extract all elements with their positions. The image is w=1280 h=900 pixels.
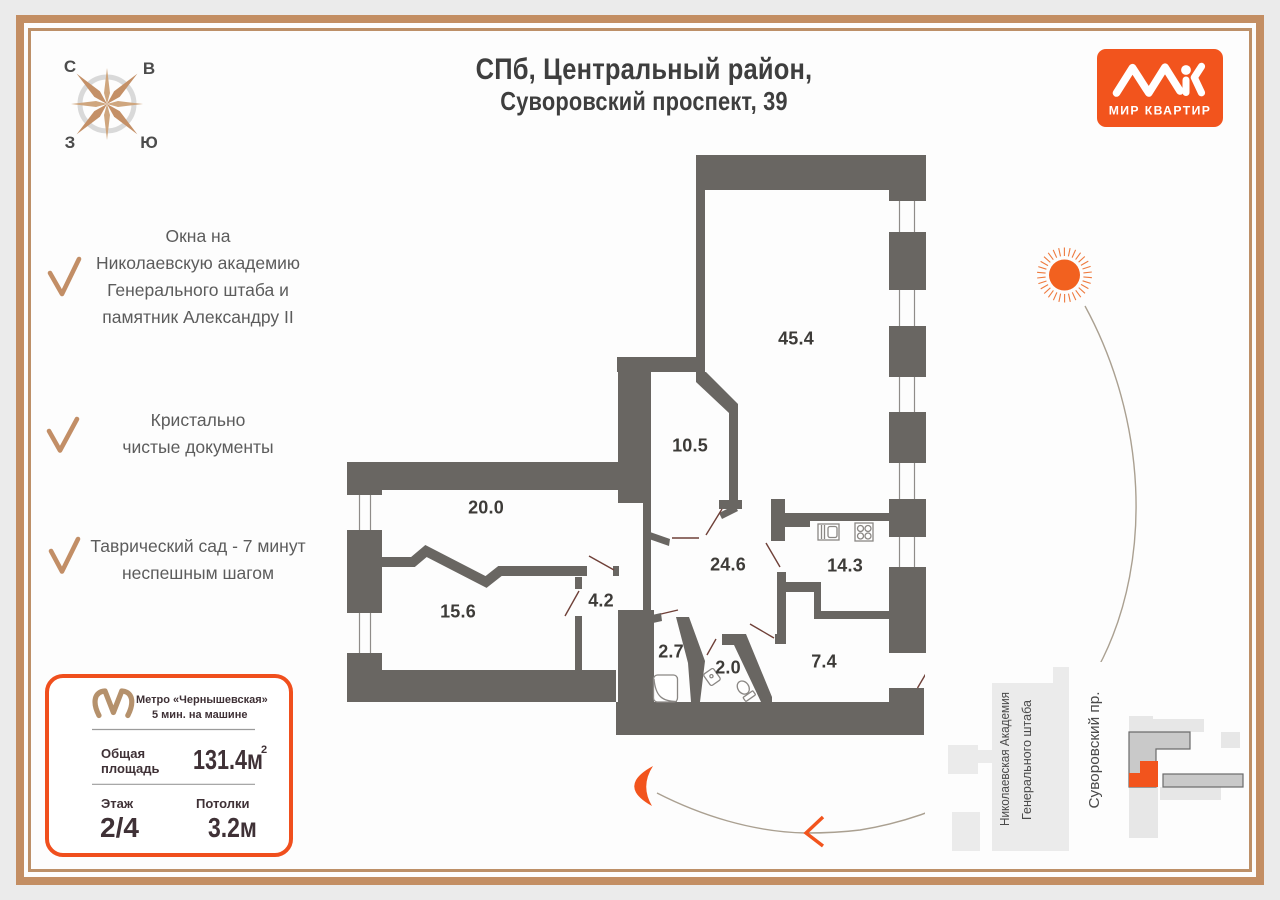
svg-text:45.4: 45.4 — [778, 329, 814, 349]
svg-text:24.6: 24.6 — [710, 555, 746, 575]
svg-text:З: З — [65, 133, 76, 152]
svg-text:15.6: 15.6 — [440, 602, 476, 622]
svg-text:Николаевская Академия: Николаевская Академия — [997, 692, 1012, 826]
svg-text:2.0: 2.0 — [715, 658, 741, 678]
svg-text:Ю: Ю — [140, 133, 158, 152]
svg-text:7.4: 7.4 — [811, 652, 837, 672]
svg-text:МИР КВАРТИР: МИР КВАРТИР — [1109, 104, 1212, 118]
svg-text:10.5: 10.5 — [672, 436, 708, 456]
svg-text:4.2: 4.2 — [588, 591, 614, 611]
svg-text:Генерального штаба: Генерального штаба — [1019, 699, 1034, 820]
svg-text:14.3: 14.3 — [827, 556, 863, 576]
svg-text:2.7: 2.7 — [658, 642, 684, 662]
svg-text:С: С — [64, 57, 76, 76]
svg-text:20.0: 20.0 — [468, 498, 504, 518]
svg-text:В: В — [143, 59, 155, 78]
svg-text:Суворовский пр.: Суворовский пр. — [1086, 692, 1103, 809]
